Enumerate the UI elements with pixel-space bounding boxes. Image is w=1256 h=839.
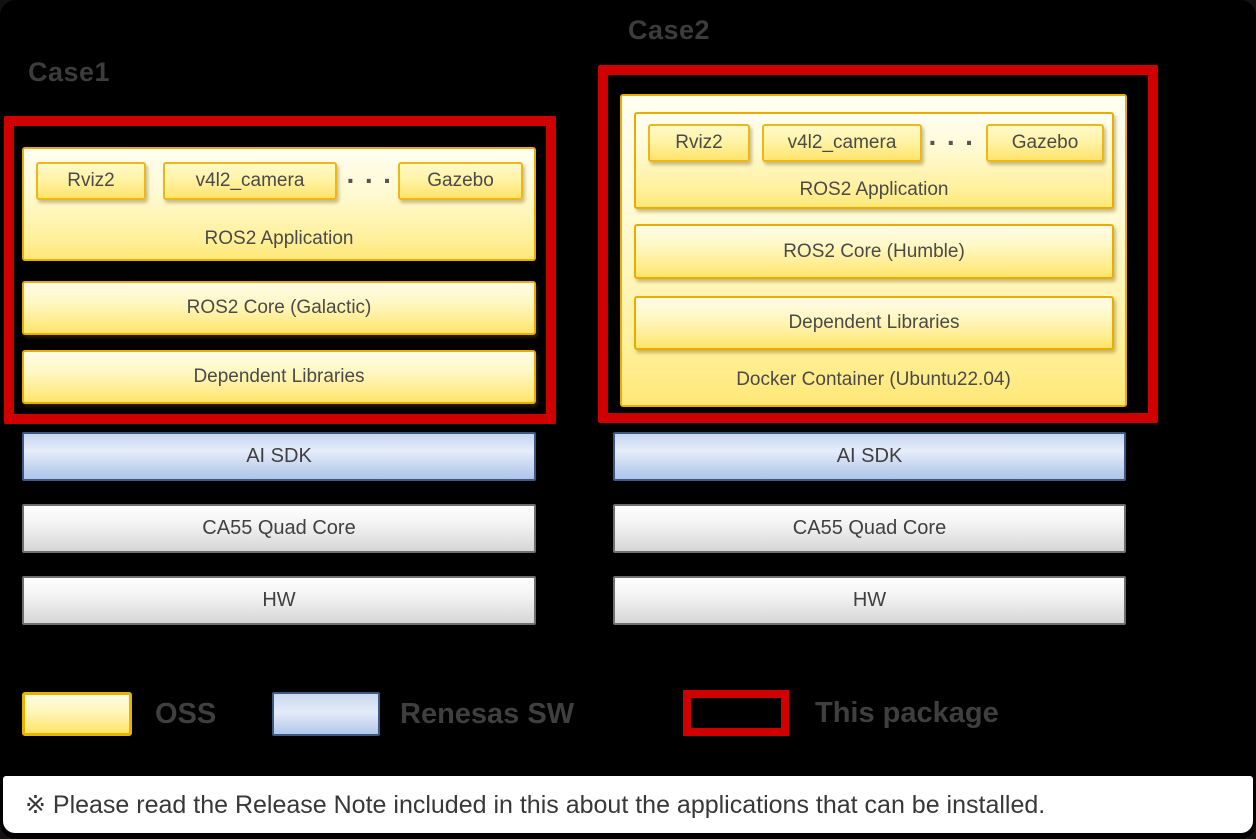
legend-this-package-label: This package (815, 696, 999, 729)
ellipsis-dots: ··· (346, 165, 402, 196)
ellipsis-dots: ··· (928, 127, 984, 158)
case1-ca55-quad-core-box: CA55 Quad Core (22, 504, 536, 553)
case1-dependent-libraries-box: Dependent Libraries (22, 350, 536, 404)
case2-ros2-core-box: ROS2 Core (Humble) (634, 224, 1114, 279)
case1-package-frame: Rviz2 v4l2_camera ··· Gazebo ROS2 Applic… (4, 116, 556, 424)
case1-title: Case1 (28, 57, 111, 87)
legend-oss-swatch (22, 692, 132, 736)
case2-title: Case2 (628, 15, 711, 45)
case2-ros2-application-label: ROS2 Application (799, 179, 949, 200)
legend-this-package-swatch (683, 690, 789, 736)
case1-app-rviz2: Rviz2 (36, 162, 146, 200)
case2-docker-container-label: Docker Container (Ubuntu22.04) (736, 369, 1011, 390)
case1-app-v4l2-camera: v4l2_camera (163, 162, 337, 200)
case2-ros2-application-panel: Rviz2 v4l2_camera ··· Gazebo ROS2 Applic… (634, 112, 1114, 209)
case2-ca55-quad-core-box: CA55 Quad Core (613, 504, 1126, 553)
case2-docker-container-panel: Rviz2 v4l2_camera ··· Gazebo ROS2 Applic… (620, 94, 1127, 407)
case2-app-rviz2: Rviz2 (648, 124, 750, 162)
case2-app-gazebo: Gazebo (986, 124, 1104, 162)
case2-package-frame: Rviz2 v4l2_camera ··· Gazebo ROS2 Applic… (598, 65, 1158, 423)
case1-hw-box: HW (22, 576, 536, 625)
legend-renesas-swatch (272, 692, 380, 736)
case1-ros2-application-panel: Rviz2 v4l2_camera ··· Gazebo ROS2 Applic… (22, 147, 536, 261)
case2-hw-box: HW (613, 576, 1126, 625)
case2-ai-sdk-box: AI SDK (613, 432, 1126, 481)
release-note-text: ※ Please read the Release Note included … (25, 790, 1046, 819)
case2-app-v4l2-camera: v4l2_camera (762, 124, 922, 162)
release-note-bar: ※ Please read the Release Note included … (3, 776, 1253, 833)
case1-ros2-application-label: ROS2 Application (204, 228, 354, 249)
case1-app-gazebo: Gazebo (398, 162, 523, 200)
legend-oss-label: OSS (155, 697, 217, 730)
case1-ai-sdk-box: AI SDK (22, 432, 536, 481)
case1-ros2-core-box: ROS2 Core (Galactic) (22, 281, 536, 335)
case2-dependent-libraries-box: Dependent Libraries (634, 296, 1114, 350)
legend-renesas-label: Renesas SW (400, 697, 575, 730)
